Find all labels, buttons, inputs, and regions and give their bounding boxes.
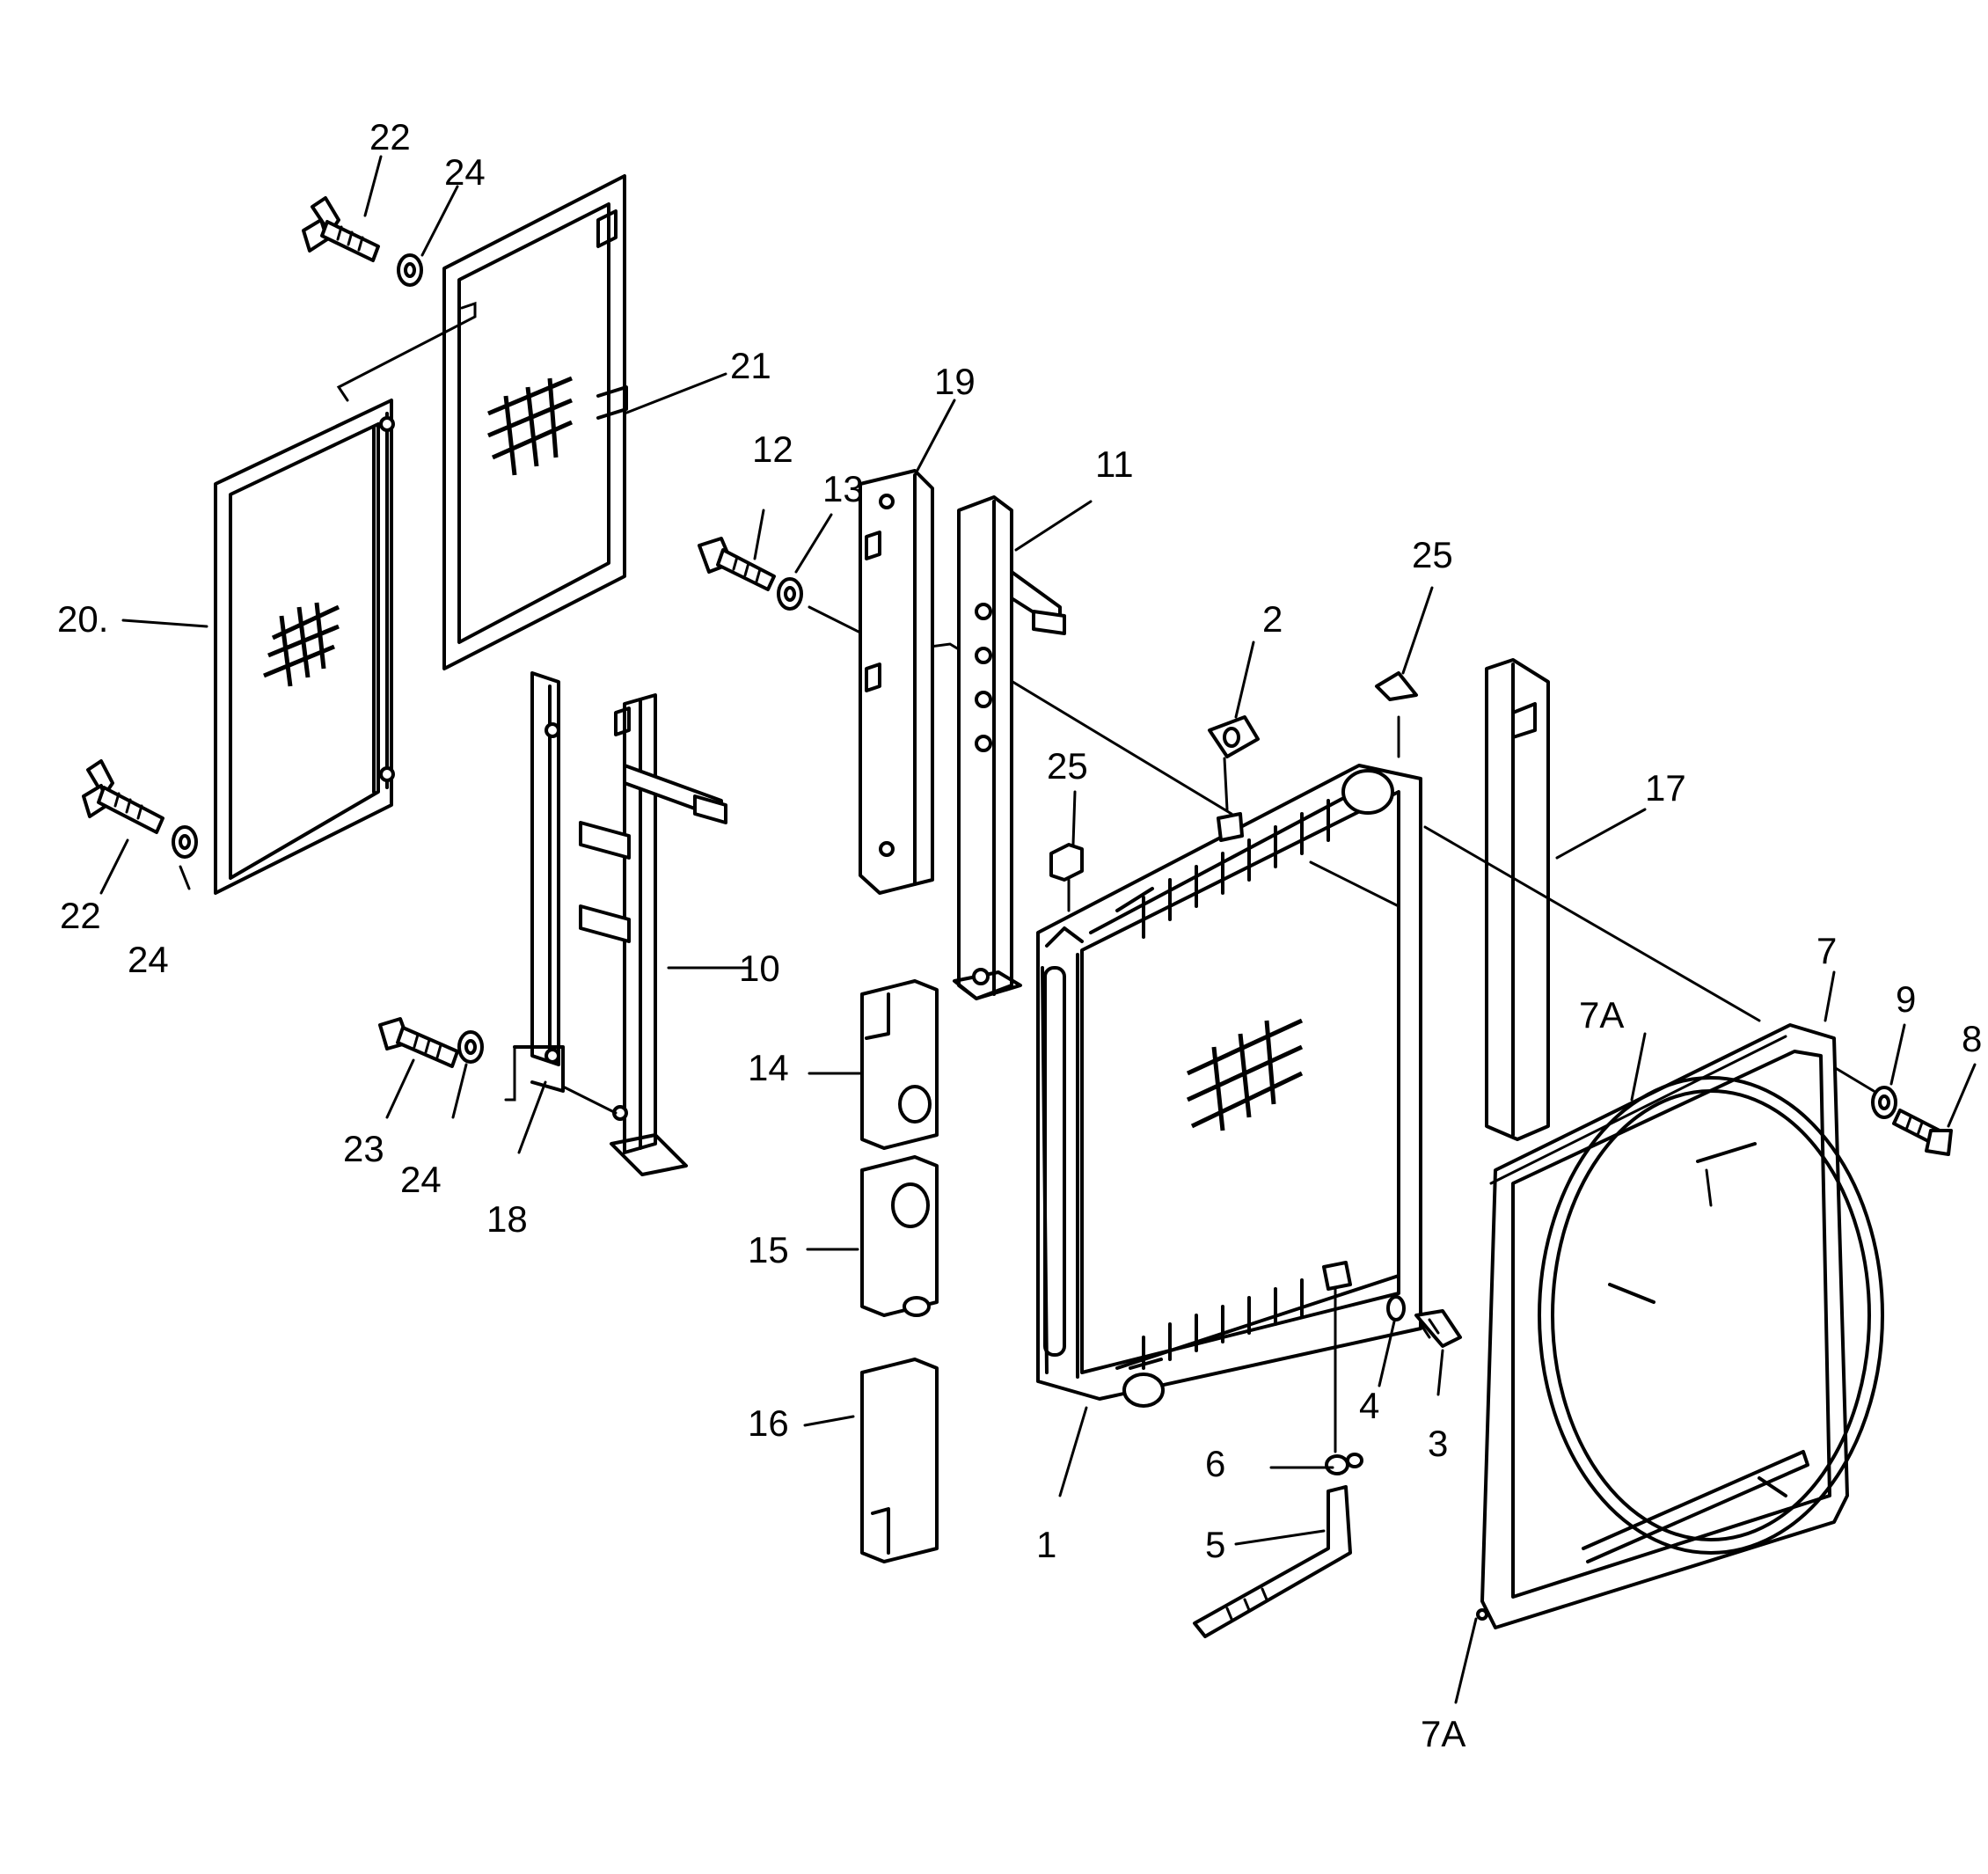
label-7: 7 [1816, 930, 1837, 971]
clamp-6 [1325, 1453, 1363, 1475]
label-25-left: 25 [1047, 745, 1088, 787]
label-20: 20. [57, 598, 108, 640]
pad-25-left [1049, 843, 1084, 912]
label-12: 12 [752, 428, 793, 470]
label-16: 16 [748, 1402, 789, 1444]
label-7a-bottom: 7A [1421, 1713, 1465, 1754]
label-15: 15 [748, 1229, 789, 1270]
label-24-bottom: 24 [400, 1159, 442, 1200]
radiator-1 [1036, 764, 1422, 1408]
seal-14 [860, 979, 939, 1150]
label-13: 13 [822, 468, 864, 509]
label-10: 10 [739, 948, 780, 989]
leader-line-washer-9 [1828, 1063, 1875, 1093]
label-8: 8 [1962, 1018, 1982, 1059]
label-25-right: 25 [1412, 534, 1453, 575]
label-21: 21 [730, 345, 771, 386]
label-22-top: 22 [369, 116, 411, 157]
label-5: 5 [1205, 1524, 1225, 1565]
bracket-18 [504, 671, 565, 1102]
label-9: 9 [1896, 978, 1916, 1020]
label-3: 3 [1428, 1423, 1448, 1464]
wing-bolt-22-bottom [82, 759, 164, 834]
drain-plug-3 [1414, 1309, 1462, 1348]
screen-frame-20 [214, 399, 395, 895]
callout-labels: 22 24 21 20. 22 24 19 12 13 11 25 2 25 1… [57, 116, 1982, 1754]
o-ring-4 [1386, 1295, 1406, 1321]
fan-shroud-7 [1476, 1023, 1884, 1629]
label-23: 23 [343, 1128, 384, 1169]
label-2: 2 [1262, 598, 1283, 640]
label-19: 19 [934, 361, 976, 402]
label-24-top: 24 [444, 151, 486, 193]
seal-17 [1485, 658, 1550, 1141]
washer-24-bottom [457, 1030, 484, 1064]
washer-9 [1871, 1086, 1897, 1119]
pad-25-right [1375, 671, 1418, 758]
bolt-8 [1892, 1109, 1953, 1156]
label-7a-top: 7A [1579, 994, 1624, 1036]
bracket-19 [859, 469, 934, 895]
drain-valve [1322, 1261, 1352, 1453]
label-18: 18 [486, 1198, 528, 1240]
wing-bolt-22-top [302, 196, 380, 262]
washer-24-left [172, 825, 198, 859]
bracket-11 [953, 495, 1066, 1000]
label-17: 17 [1645, 767, 1686, 809]
label-6: 6 [1205, 1443, 1225, 1484]
bolt-23 [378, 1017, 459, 1068]
washer-13 [777, 577, 803, 611]
label-22-bottom: 22 [60, 895, 101, 936]
washer-24-top [397, 253, 423, 287]
bolt-12 [698, 537, 776, 591]
label-11: 11 [1095, 443, 1134, 485]
label-24-left: 24 [128, 939, 169, 980]
radiator-cap-2 [1208, 715, 1260, 842]
screen-plate-21 [336, 174, 628, 670]
label-14: 14 [748, 1047, 789, 1088]
label-1: 1 [1036, 1524, 1056, 1565]
support-10 [561, 693, 727, 1176]
leader-lines [99, 155, 1977, 1704]
seal-16 [860, 1358, 939, 1563]
seal-15 [860, 1155, 939, 1317]
leader-line-radiator-shroud [1423, 825, 1761, 1022]
hose-5 [1193, 1485, 1352, 1638]
label-4: 4 [1359, 1385, 1379, 1426]
